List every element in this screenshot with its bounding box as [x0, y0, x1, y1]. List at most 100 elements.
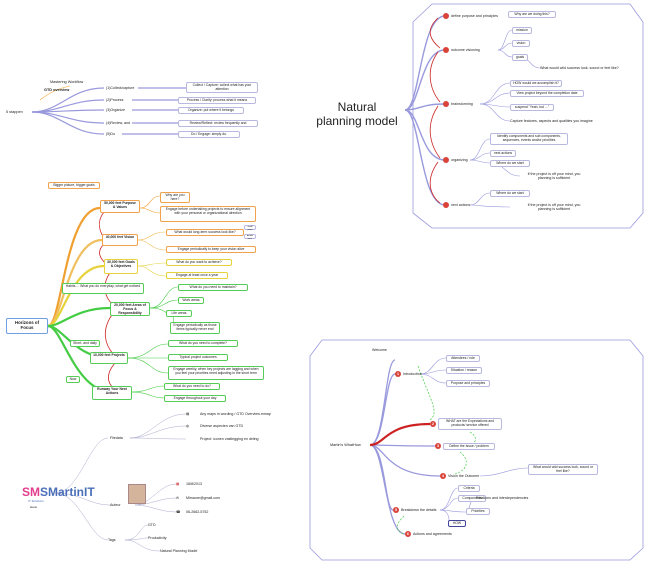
info-filedata[interactable]: Filedata — [110, 436, 123, 440]
martin-number-6: 6 — [405, 531, 411, 537]
martin-welcome[interactable]: Welcome — [372, 348, 387, 352]
gtd-step-3[interactable]: (3)Organize — [106, 108, 125, 112]
horizons-habits[interactable]: Habits ... What you do everyday, what ge… — [62, 283, 144, 294]
martin-situation[interactable]: Situation / reason — [446, 367, 482, 374]
horizons-engage-year[interactable]: Engage at least once a year — [166, 272, 228, 279]
np-view-box[interactable]: View project beyond the completion date — [510, 90, 584, 97]
martin-success[interactable]: What would wild success look, sound or f… — [528, 464, 598, 475]
horizons-now[interactable]: Now — [66, 376, 80, 383]
martin-define-issue[interactable]: Define the Issue / problem — [443, 443, 495, 450]
horizons-bigger-picture[interactable]: Bigger picture, bigger goals — [48, 182, 100, 189]
info-tag-1[interactable]: GTD — [148, 523, 156, 527]
horizons-10k-node[interactable]: 10,000 feet Projects — [90, 352, 128, 364]
gtd-step-4-desc[interactable]: Review/Reflect: review frequently and — [178, 120, 258, 127]
horizons-note-1: small notes — [244, 225, 256, 231]
horizons-typical[interactable]: Typical project outcomes — [168, 354, 228, 361]
natural-planning-title-line1: Natural — [337, 100, 377, 114]
info-email[interactable]: Mlmaure@gmail.com — [186, 496, 221, 500]
info-date: 18/8/2013 — [186, 482, 202, 486]
natural-planning-title: Natural planning model — [312, 100, 402, 128]
horizons-runway-node[interactable]: Runway Your Next Actions — [92, 386, 132, 400]
np-where-start-box[interactable]: Where do we start — [490, 160, 530, 167]
martin-how[interactable]: HOW — [448, 520, 466, 527]
martin-criteria[interactable]: Criteria — [458, 485, 480, 492]
np-suspend-box[interactable]: suspend "Yeah, but ..." — [510, 104, 554, 111]
gtd-step-3-desc[interactable]: Organize: put where it belongs — [178, 107, 244, 114]
martin-priorities[interactable]: Priorities — [466, 508, 490, 515]
horizons-complete[interactable]: What do you need to complete? — [168, 340, 238, 347]
np-define-node[interactable]: define purpose and principles — [451, 14, 498, 18]
file-icon-1: ▤ — [186, 412, 190, 416]
gtd-step-4[interactable]: (4)Review, and — [106, 121, 130, 125]
smartinit-name: Hans — [30, 505, 38, 509]
gtd-root-node[interactable]: 5 stappen — [6, 110, 23, 114]
martin-root[interactable]: Martin's WhatHow — [330, 443, 361, 447]
martin-number-4: 4 — [440, 473, 446, 479]
martin-number-1: 1 — [395, 371, 401, 377]
martin-what-expect[interactable]: WHAT are the Expectations and products/ … — [438, 418, 502, 430]
horizons-root[interactable]: Horizons of Focus — [6, 318, 48, 334]
horizons-engage-weekly[interactable]: Engage weekly, when key projects are lag… — [168, 366, 264, 380]
horizons-engage-day[interactable]: Engage throughout your day — [164, 395, 226, 402]
horizons-life-areas[interactable]: Life areas — [166, 310, 192, 317]
info-file-1[interactable]: Any maps in wording / GTD Overview.mmap — [200, 412, 271, 416]
martin-components[interactable]: Components — [458, 495, 486, 502]
info-author[interactable]: Auteur — [110, 503, 121, 507]
np-number-2 — [443, 47, 449, 53]
np-outcome-node[interactable]: outcome visioning — [451, 48, 480, 52]
file-icon-2: ◍ — [186, 424, 190, 428]
horizons-note-2: details here — [244, 234, 256, 240]
calendar-icon: ▦ — [176, 482, 180, 486]
martin-purpose[interactable]: Purpose and principles — [446, 380, 490, 387]
np-next-actions-node[interactable]: next actions — [451, 203, 471, 207]
horizons-engage-vision[interactable]: Engage periodically to keep your vision … — [166, 246, 256, 253]
info-tag-2[interactable]: Productivity — [148, 536, 167, 540]
martin-vision-outcome[interactable]: Vision the Outcome — [448, 474, 480, 478]
gtd-step-2-desc[interactable]: Process / Clarify: process what it means — [178, 97, 256, 104]
martin-attendees[interactable]: Attendees / role — [446, 355, 480, 362]
martin-actions[interactable]: Actions and agreements — [413, 532, 452, 536]
info-phone: 06-2662-5752 — [186, 510, 209, 514]
np-brainstorming-node[interactable]: brainstorming — [451, 102, 473, 106]
np-off-mind-text-2: If the project is off your mind, you pla… — [527, 203, 581, 211]
gtd-step-1-desc[interactable]: Collect / Capture: collect what has your… — [186, 82, 258, 93]
info-file-3[interactable]: Project: iconen vastlegging en deling — [200, 437, 259, 441]
np-goals-box[interactable]: goals — [512, 54, 528, 61]
horizons-20k-node[interactable]: 20,000 feet Areas of Focus & Responsibil… — [110, 302, 150, 316]
smartinit-tagline: IT Solutions — [28, 499, 44, 503]
np-mission-box[interactable]: mission — [512, 27, 532, 34]
np-why-box[interactable]: Why are we doing this? — [508, 11, 556, 18]
np-where-start-box-2[interactable]: Where do we start — [490, 190, 530, 197]
np-number-4 — [443, 157, 449, 163]
gtd-step-5[interactable]: (5)Do — [106, 132, 115, 136]
np-vision-box[interactable]: vision — [512, 40, 530, 47]
gtd-step-1[interactable]: (1)Collect/capture — [106, 86, 135, 90]
np-number-1 — [443, 13, 449, 19]
horizons-engage-before[interactable]: Engage before undertaking projects to en… — [160, 206, 256, 222]
horizons-work-areas[interactable]: Work areas — [178, 297, 204, 304]
np-next-actions-sub[interactable]: next actions — [490, 150, 516, 157]
horizons-short-daily[interactable]: Short- and daily — [70, 340, 100, 347]
martin-breakdown[interactable]: Breakdown the details — [401, 508, 437, 512]
horizons-why-here[interactable]: Why are you here? — [160, 192, 190, 203]
gtd-step-5-desc[interactable]: Do / Engage: simply do. — [178, 131, 240, 138]
martin-introduction[interactable]: Introduction — [403, 372, 422, 376]
np-organizing-node[interactable]: organizing — [451, 158, 468, 162]
np-identify-box[interactable]: Identify components and sub components, … — [490, 133, 568, 145]
horizons-engage-areas[interactable]: Engage periodically as those items typic… — [170, 322, 220, 334]
horizons-achieve[interactable]: What do you want to achieve? — [166, 259, 232, 266]
horizons-50k-node[interactable]: 50,000 feet Purpose & Values — [100, 200, 140, 213]
np-capture-text: Capture features, aspects and qualities … — [510, 119, 593, 123]
horizons-30k-node[interactable]: 30,000 feet Goals & Objectives — [104, 259, 138, 274]
horizons-40k-node[interactable]: 40,000 feet Vision — [102, 234, 138, 246]
info-tag-3[interactable]: Natural Planning Model — [160, 549, 198, 553]
natural-planning-title-line2: planning model — [316, 114, 398, 128]
horizons-maintain[interactable]: What do you need to maintain? — [178, 284, 248, 291]
gtd-step-2[interactable]: (2)Process — [106, 98, 124, 102]
info-tags[interactable]: Tags — [108, 538, 116, 542]
horizons-long-term[interactable]: What would long-term success look like? — [166, 229, 244, 236]
horizons-todo[interactable]: What do you need to do? — [164, 383, 220, 390]
info-file-2[interactable]: Diverse aspecten van GTD — [200, 424, 244, 428]
np-how-box[interactable]: HOW would we accomplish it? — [510, 80, 562, 87]
